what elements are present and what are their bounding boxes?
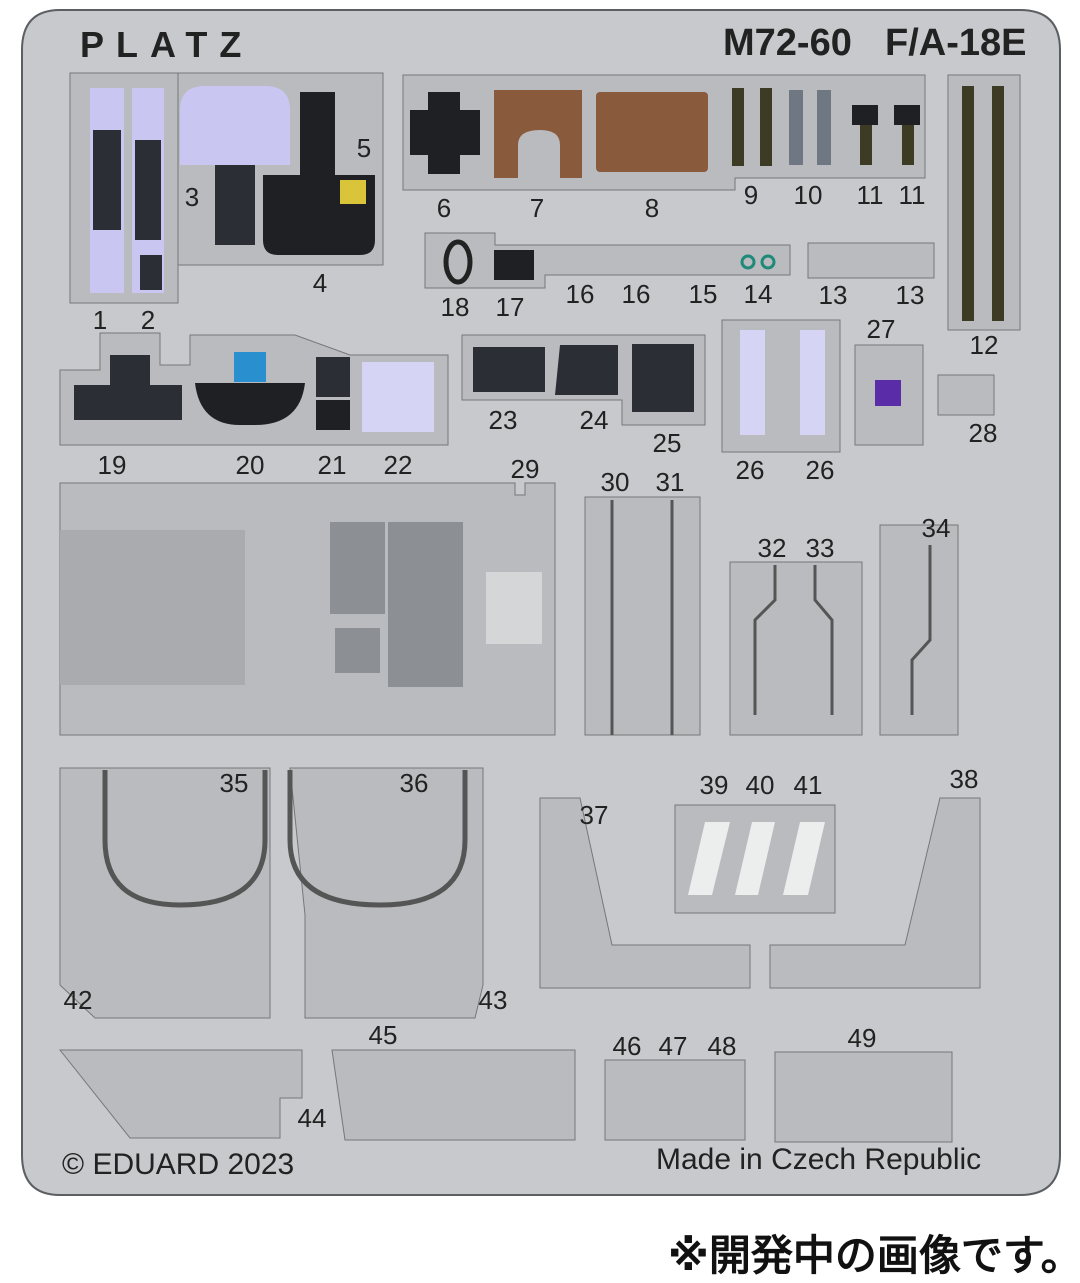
- part-number-label: 35: [219, 768, 249, 798]
- part-30-34-rails: [584, 496, 959, 736]
- part-number-label: 26: [735, 455, 765, 485]
- part-number-label: 11: [898, 180, 926, 210]
- part-number-label: 21: [317, 450, 347, 480]
- part-number-label: 9: [743, 180, 759, 210]
- part-number-label: 6: [436, 193, 452, 223]
- part-number-label: 45: [368, 1020, 398, 1050]
- part-number-label: 4: [312, 268, 328, 298]
- part-number-label: 20: [235, 450, 265, 480]
- part-26-28: [721, 319, 995, 453]
- part-number-label: 16: [565, 279, 595, 309]
- part-13-18-small: [424, 232, 935, 289]
- part-number-label: 41: [793, 770, 823, 800]
- part-number-label: 14: [743, 279, 773, 309]
- part-number-label: 44: [297, 1103, 327, 1133]
- copyright: © EDUARD 2023: [62, 1148, 295, 1181]
- part-number-label: 3: [184, 182, 200, 212]
- part-number-label: 23: [488, 405, 518, 435]
- part-number-label: 2: [140, 305, 156, 335]
- part-number-label: 39: [699, 770, 729, 800]
- origin-label: Made in Czech Republic: [656, 1143, 982, 1176]
- part-number-label: 8: [644, 193, 660, 223]
- part-number-label: 5: [356, 133, 372, 163]
- part-number-label: 13: [895, 280, 925, 310]
- part-number-label: 7: [529, 193, 545, 223]
- part-19-22-displays: [59, 332, 449, 446]
- part-number-label: 10: [793, 180, 823, 210]
- part-number-label: 34: [921, 513, 951, 543]
- part-number-label: 31: [655, 467, 685, 497]
- part-number-label: 24: [579, 405, 609, 435]
- part-number-label: 19: [97, 450, 127, 480]
- part-number-label: 1: [92, 305, 108, 335]
- brand-logo: PLATZ: [80, 24, 254, 65]
- part-37-41-sidewalls: [539, 797, 981, 989]
- part-number-label: 33: [805, 533, 835, 563]
- part-number-label: 11: [856, 180, 884, 210]
- model-name: F/A-18E: [885, 22, 1027, 64]
- part-number-label: 18: [440, 292, 470, 322]
- part-number-label: 30: [600, 467, 630, 497]
- part-number-label: 15: [688, 279, 718, 309]
- part-number-label: 13: [818, 280, 848, 310]
- part-number-label: 43: [478, 985, 508, 1015]
- part-number-label: 47: [658, 1031, 688, 1061]
- part-number-label: 28: [968, 418, 998, 448]
- part-number-label: 49: [847, 1023, 877, 1053]
- part-6-11-cushions-straps: [402, 74, 926, 191]
- part-number-label: 48: [707, 1031, 737, 1061]
- product-code: M72-60: [723, 22, 852, 64]
- part-number-label: 40: [745, 770, 775, 800]
- part-1-2-panels: [69, 72, 179, 304]
- part-number-label: 36: [399, 768, 429, 798]
- part-number-label: 29: [510, 454, 540, 484]
- part-12-harness: [947, 74, 1021, 331]
- part-35-36-42-43-frames: [59, 767, 484, 1019]
- part-number-label: 25: [652, 428, 682, 458]
- part-3-4-panels: [177, 72, 384, 266]
- part-number-label: 37: [579, 800, 609, 830]
- part-number-label: 22: [383, 450, 413, 480]
- part-number-label: 17: [495, 292, 525, 322]
- part-23-25: [461, 334, 706, 426]
- part-44-49-lower: [58, 1049, 953, 1143]
- part-number-label: 42: [63, 985, 93, 1015]
- part-number-label: 46: [612, 1031, 642, 1061]
- part-number-label: 12: [969, 330, 999, 360]
- part-number-label: 32: [757, 533, 787, 563]
- part-number-label: 27: [866, 314, 896, 344]
- development-note: ※開発中の画像です。: [668, 1231, 1080, 1280]
- part-number-label: 16: [621, 279, 651, 309]
- part-number-label: 38: [949, 764, 979, 794]
- part-number-label: 26: [805, 455, 835, 485]
- part-29-floor: [59, 482, 556, 736]
